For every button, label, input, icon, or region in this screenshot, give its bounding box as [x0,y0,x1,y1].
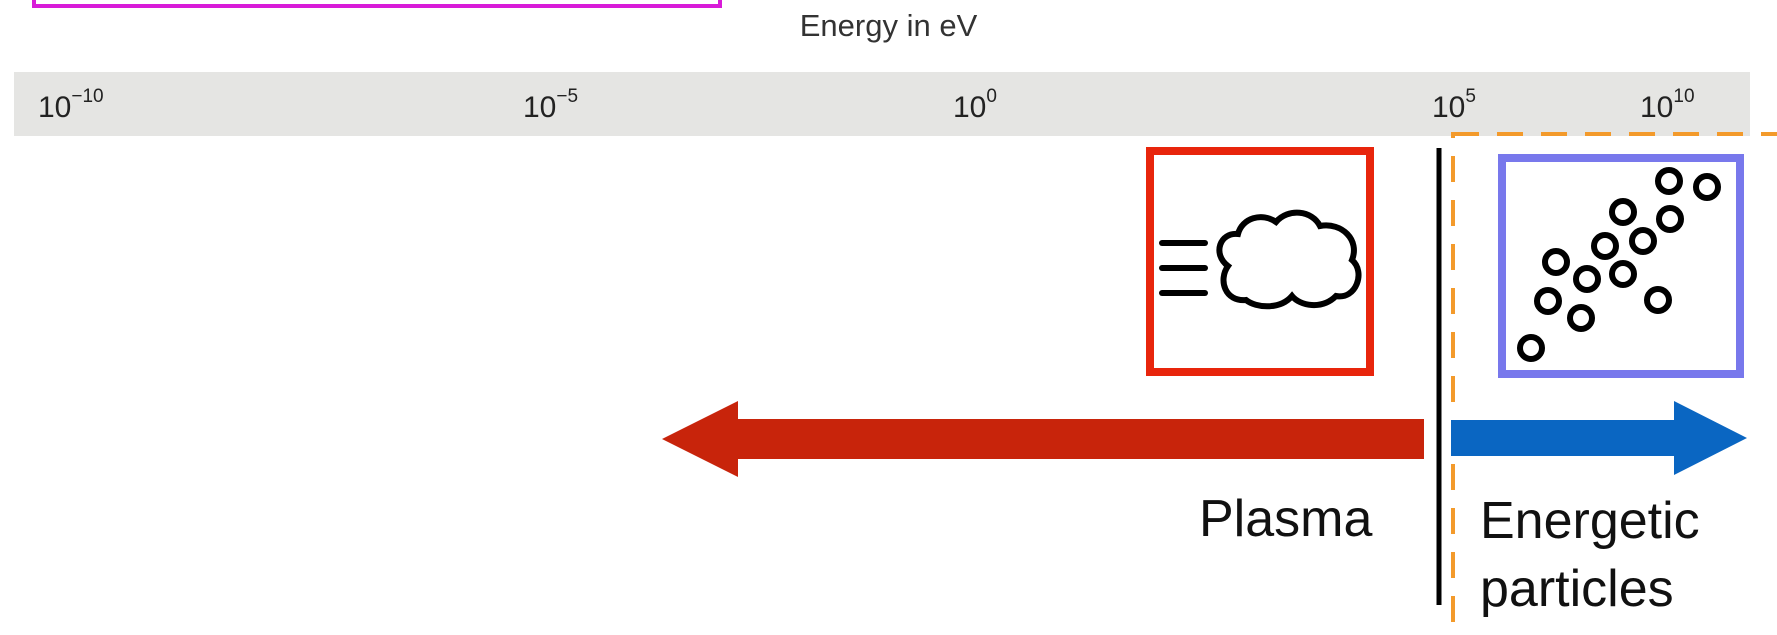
tick-1e10: 1010 [1640,86,1695,124]
tick-1e-10: 10−10 [38,86,104,124]
particles-icon [1517,167,1721,362]
energy-scale-band [14,72,1750,136]
energetic-label-line2: particles [1480,560,1674,618]
tick-1e5: 105 [1432,86,1476,124]
energetic-arrow [1451,401,1747,475]
plasma-label: Plasma [1199,490,1373,548]
tick-1e0: 100 [953,86,997,124]
energetic-icon-box [1498,154,1744,378]
energetic-label-line1: Energetic [1480,492,1700,550]
plasma-icon-box [1146,147,1374,376]
highlight-box-magenta [32,0,722,8]
energetic-region-dashed-box [1451,132,1777,635]
cloud-wind-icon [1159,209,1362,310]
axis-title: Energy in eV [799,8,978,43]
tick-1e-5: 10−5 [523,86,579,124]
plasma-arrow [662,401,1424,477]
